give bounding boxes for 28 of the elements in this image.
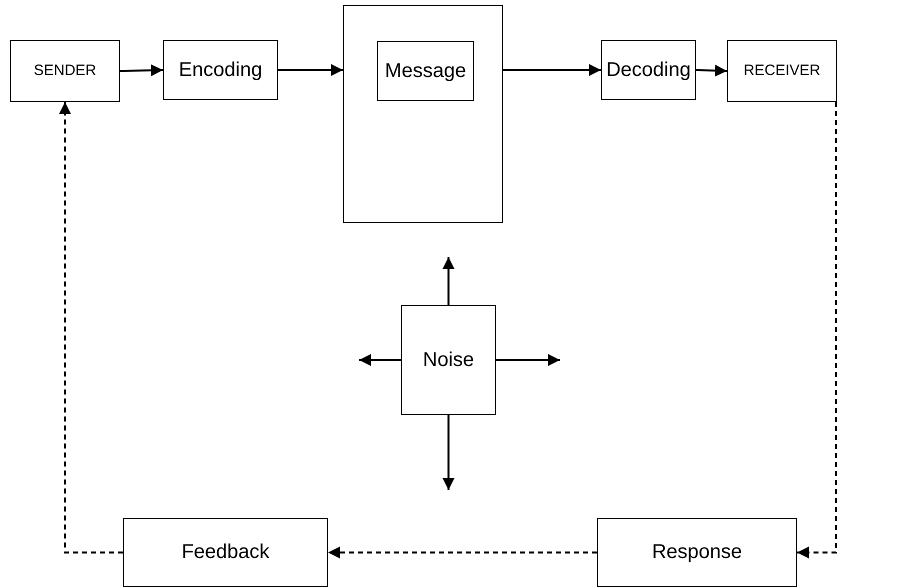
process-box bbox=[597, 518, 797, 587]
box-label: SENDER bbox=[34, 62, 96, 80]
arrow bbox=[278, 64, 343, 76]
arrow bbox=[503, 64, 601, 76]
process-box bbox=[601, 40, 696, 100]
arrow bbox=[359, 354, 401, 366]
arrow bbox=[442, 257, 454, 305]
process-box bbox=[123, 518, 328, 587]
box-label: Response bbox=[652, 540, 742, 565]
container-box bbox=[343, 5, 503, 223]
box-label: Message bbox=[384, 58, 466, 84]
box-label: RECEIVER bbox=[744, 62, 820, 80]
process-box bbox=[10, 40, 120, 102]
arrow bbox=[59, 102, 123, 554]
box-label: Decoding bbox=[606, 58, 691, 82]
arrow bbox=[696, 64, 728, 77]
box-label: Encoding bbox=[178, 58, 262, 82]
process-box bbox=[377, 41, 474, 101]
arrow bbox=[328, 546, 597, 558]
box-label: Feedback bbox=[182, 540, 270, 565]
arrow bbox=[120, 64, 164, 76]
box-label: Noise bbox=[422, 348, 474, 372]
process-box bbox=[727, 40, 837, 102]
arrow bbox=[496, 354, 560, 366]
process-box bbox=[401, 305, 496, 415]
arrow bbox=[442, 415, 454, 490]
process-box bbox=[163, 40, 278, 100]
arrow bbox=[797, 102, 837, 558]
